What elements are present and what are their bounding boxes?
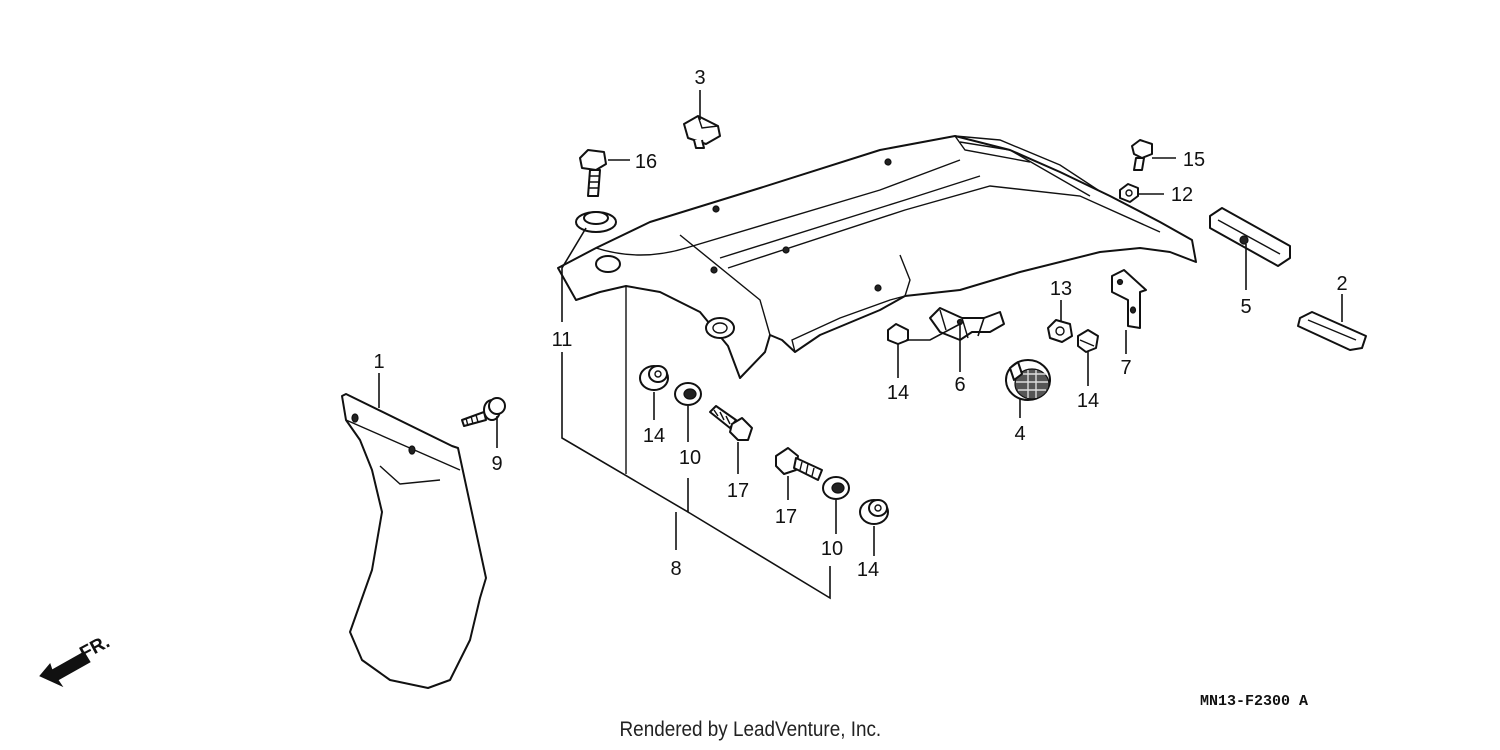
bolt-15 [1131,139,1153,171]
callout-10-top: 10 [679,447,701,469]
front-direction-arrow: FR. [39,632,113,688]
callout-2: 2 [1336,273,1347,295]
plate-5 [1209,207,1291,267]
callout-9: 9 [491,453,502,475]
nut-12 [1119,183,1139,203]
callout-7: 7 [1120,357,1131,379]
washer-10-bottom [822,476,850,500]
footer-credit: Rendered by LeadVenture, Inc. [0,718,1500,742]
clip-2 [1297,311,1367,351]
grommet-11 [575,211,617,233]
callout-labels: 1 2 3 4 5 6 7 8 9 10 10 11 12 13 14 14 1… [373,67,1347,581]
nut-14-left [639,365,669,391]
callout-4: 4 [1014,423,1025,445]
callout-5: 5 [1240,296,1251,318]
nut-14-top [887,323,909,345]
callout-13: 13 [1050,278,1072,300]
bolt-17-top [709,405,753,441]
footer-text: Rendered by LeadVenture, Inc. [619,718,881,741]
bolt-17-bottom [775,447,823,481]
callout-11: 11 [552,329,573,351]
callout-17-bottom: 17 [775,506,797,528]
callout-17-top: 17 [727,480,749,502]
clip-3 [683,115,721,149]
callout-10-bottom: 10 [821,538,843,560]
arrow-left-icon [39,651,91,688]
callout-6: 6 [954,374,965,396]
callout-15: 15 [1183,149,1205,171]
bracket-6 [929,307,1005,341]
callout-14-bottom: 14 [857,559,879,581]
reflector-4 [1005,359,1051,401]
callout-14-top: 14 [887,382,909,404]
callout-14-right: 14 [1077,390,1099,412]
nut-13 [1047,319,1073,343]
nut-14-bottom [859,499,889,525]
nut-14-right [1077,329,1099,353]
bolt-16 [579,149,607,197]
rear-fender [557,135,1197,474]
callout-8: 8 [670,558,681,580]
leader-lines [378,90,1343,600]
callout-16: 16 [635,151,657,173]
bolt-9 [461,397,506,427]
callout-14-left: 14 [643,425,665,447]
reference-code: MN13-F2300 A [1200,693,1309,710]
callout-1: 1 [373,351,384,373]
washer-10-top [674,382,702,406]
mud-guard [341,393,487,689]
bracket-7 [1111,269,1147,329]
callout-12: 12 [1171,184,1193,206]
callout-3: 3 [694,67,705,89]
